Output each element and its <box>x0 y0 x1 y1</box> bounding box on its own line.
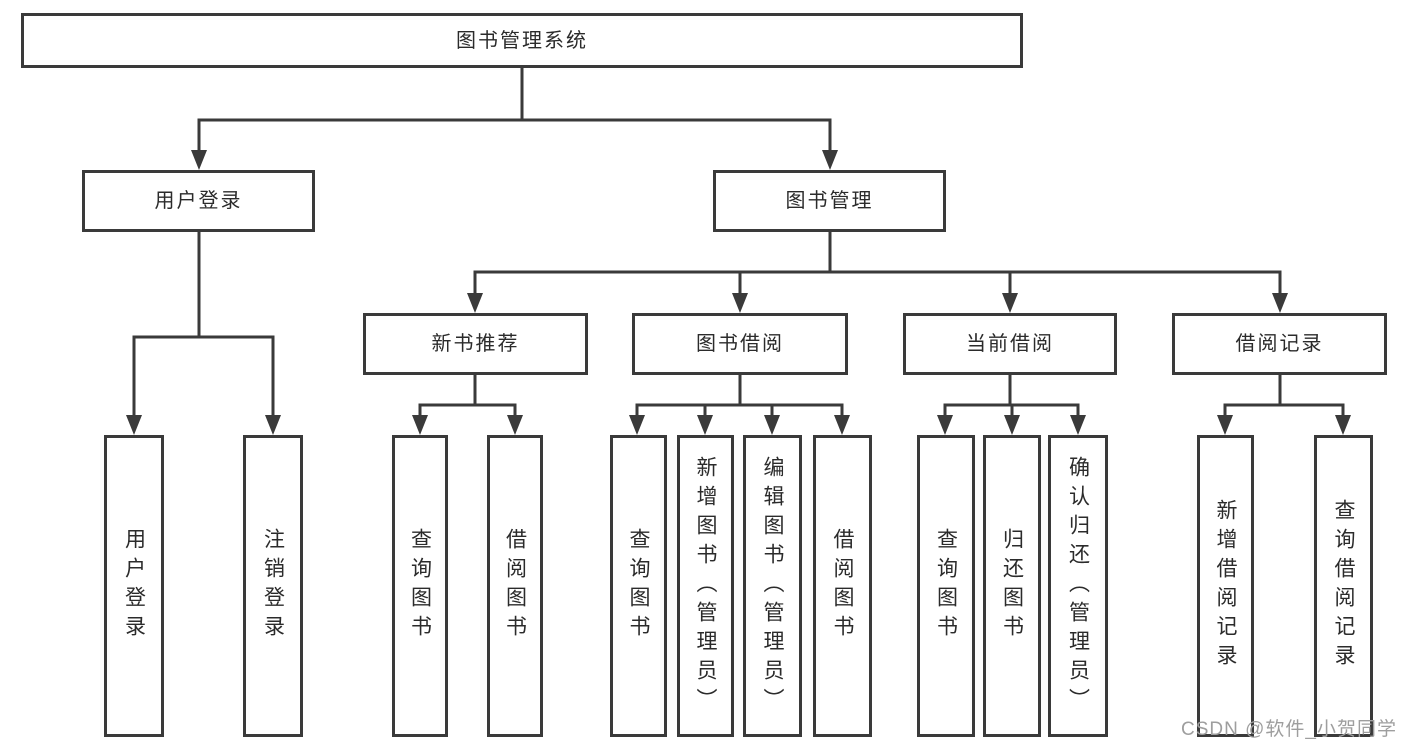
arrowhead <box>1070 415 1086 435</box>
arrowhead <box>467 293 483 313</box>
connector-book-mgmt-branch <box>473 230 1282 297</box>
connector-leaf-branches <box>418 373 1345 419</box>
arrowhead <box>507 415 523 435</box>
csdn-watermark: CSDN @软件_小贺同学 <box>1181 719 1397 740</box>
leaf-query-books-current: 查询图书 <box>917 435 975 737</box>
leaf-logout: 注销登录 <box>243 435 303 737</box>
connector-user-login-branch <box>132 230 275 419</box>
node-current-borrow: 当前借阅 <box>903 313 1117 375</box>
arrowhead <box>834 415 850 435</box>
arrowhead <box>126 415 142 435</box>
arrowhead <box>1272 293 1288 313</box>
arrowhead <box>412 415 428 435</box>
arrowhead <box>1002 293 1018 313</box>
node-user-login: 用户登录 <box>82 170 315 232</box>
leaf-confirm-return-admin: 确认归还（管理员） <box>1048 435 1108 737</box>
arrowhead <box>1217 415 1233 435</box>
arrowhead <box>265 415 281 435</box>
node-book-borrow: 图书借阅 <box>632 313 848 375</box>
leaf-query-books-recommend: 查询图书 <box>392 435 448 737</box>
arrowhead <box>937 415 953 435</box>
leaf-query-books-borrow: 查询图书 <box>610 435 667 737</box>
node-borrow-record: 借阅记录 <box>1172 313 1387 375</box>
node-root-system: 图书管理系统 <box>21 13 1023 68</box>
leaf-edit-books-admin: 编辑图书（管理员） <box>743 435 802 737</box>
arrowhead <box>822 150 838 170</box>
arrowhead <box>697 415 713 435</box>
leaf-borrow-books-recommend: 借阅图书 <box>487 435 543 737</box>
leaf-return-books: 归还图书 <box>983 435 1041 737</box>
leaf-user-login: 用户登录 <box>104 435 164 737</box>
leaf-query-borrow-record: 查询借阅记录 <box>1314 435 1373 737</box>
leaf-add-borrow-record: 新增借阅记录 <box>1197 435 1254 737</box>
node-book-management: 图书管理 <box>713 170 946 232</box>
arrowhead <box>1004 415 1020 435</box>
node-new-book-recommend: 新书推荐 <box>363 313 588 375</box>
leaf-add-books-admin: 新增图书（管理员） <box>677 435 734 737</box>
connector-root-branch <box>197 66 832 154</box>
arrowhead <box>629 415 645 435</box>
arrowhead <box>1335 415 1351 435</box>
arrowhead <box>191 150 207 170</box>
arrowhead <box>732 293 748 313</box>
leaf-borrow-books-borrow: 借阅图书 <box>813 435 872 737</box>
arrowhead <box>764 415 780 435</box>
